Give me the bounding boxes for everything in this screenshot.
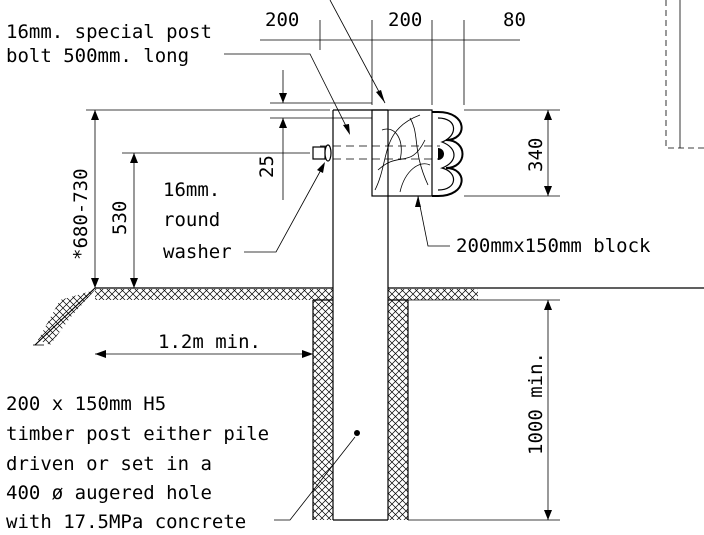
dim-680-730: *680-730 — [70, 168, 92, 260]
dim-200-mid: 200 — [388, 9, 422, 31]
embankment-slope — [33, 287, 96, 346]
bolt-offset-dimension — [270, 70, 372, 200]
dim-200-left: 200 — [265, 9, 299, 31]
label-bolt-line1: 16mm. special post — [6, 21, 212, 43]
dim-1000-min: 1000 min. — [525, 352, 547, 455]
embedment-dimension — [408, 299, 560, 521]
label-washer-line1: 16mm. — [163, 179, 220, 201]
spacer-block — [371, 109, 433, 197]
label-post-line5: with 17.5MPa concrete — [6, 511, 246, 533]
label-clearance: 1.2m min. — [158, 331, 261, 353]
leader-lines — [224, 0, 704, 521]
height-dimensions — [86, 109, 330, 288]
dim-25: 25 — [256, 155, 278, 178]
ground-hatch-right — [388, 289, 478, 300]
timber-post — [332, 109, 389, 521]
clearance-dimension — [95, 350, 313, 358]
top-dimension-chain — [260, 0, 520, 105]
label-post-line1: 200 x 150mm H5 — [6, 393, 166, 415]
w-beam-rail — [432, 111, 464, 197]
label-post-line3: driven or set in a — [6, 453, 212, 475]
dim-340: 340 — [525, 138, 547, 172]
label-post-line4: 400 ø augered hole — [6, 482, 212, 504]
ground-hatch-left — [95, 289, 333, 300]
rail-height-dimension — [464, 109, 560, 197]
label-block: 200mmx150mm block — [456, 235, 651, 257]
post-bolt — [312, 144, 440, 162]
label-washer-line2: round — [163, 209, 220, 231]
dim-80: 80 — [503, 9, 526, 31]
dim-530: 530 — [109, 201, 131, 235]
label-post-line2: timber post either pile — [6, 423, 269, 445]
label-washer-line3: washer — [163, 241, 232, 263]
concrete-surround — [312, 299, 409, 520]
label-bolt-line2: bolt 500mm. long — [6, 45, 189, 67]
